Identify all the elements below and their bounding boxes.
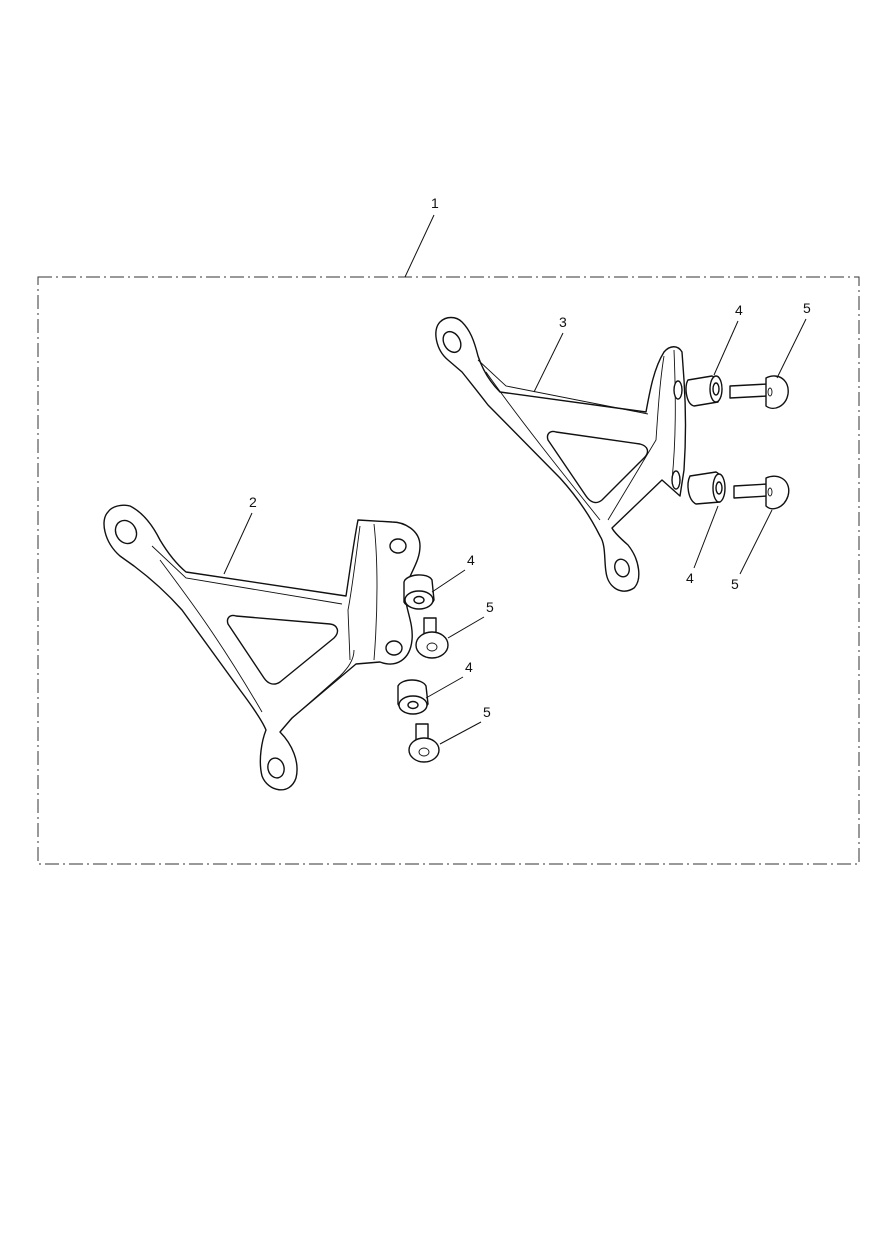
leader-5-upper-left: [447, 616, 485, 639]
bolt-lower-left: [408, 723, 440, 763]
spacer-upper-left: [403, 574, 435, 610]
callout-1-kit: 1: [431, 195, 439, 211]
bolt-lower-right: [733, 475, 790, 510]
leader-5-lower-left: [439, 721, 482, 745]
bolt-upper-left: [415, 617, 449, 659]
spacer-upper-right: [685, 375, 723, 407]
callout-4-lower-right: 4: [686, 570, 694, 586]
callout-5-upper-right: 5: [803, 300, 811, 316]
callout-4-upper-left: 4: [467, 552, 475, 568]
leader-4-upper-right: [713, 320, 739, 376]
leader-1: [404, 214, 435, 278]
leader-5-upper-right: [776, 318, 807, 379]
leader-3: [533, 332, 564, 393]
callout-5-lower-left: 5: [483, 704, 491, 720]
callout-5-upper-left: 5: [486, 599, 494, 615]
spacer-lower-left: [397, 679, 429, 715]
leader-4-upper-left: [431, 569, 466, 593]
callout-2-left-bracket: 2: [249, 494, 257, 510]
leader-4-lower-right: [693, 505, 719, 569]
leader-2: [223, 512, 253, 575]
callout-4-upper-right: 4: [735, 302, 743, 318]
callout-3-right-bracket: 3: [559, 314, 567, 330]
leader-5-lower-right: [739, 509, 773, 575]
bolt-upper-right: [729, 375, 789, 410]
right-bracket: [435, 316, 687, 592]
leader-4-lower-left: [425, 676, 464, 699]
callout-4-lower-left: 4: [465, 659, 473, 675]
kit-boundary: [37, 276, 860, 865]
spacer-lower-right: [687, 471, 726, 505]
callout-5-lower-right: 5: [731, 576, 739, 592]
left-bracket: [103, 504, 421, 791]
